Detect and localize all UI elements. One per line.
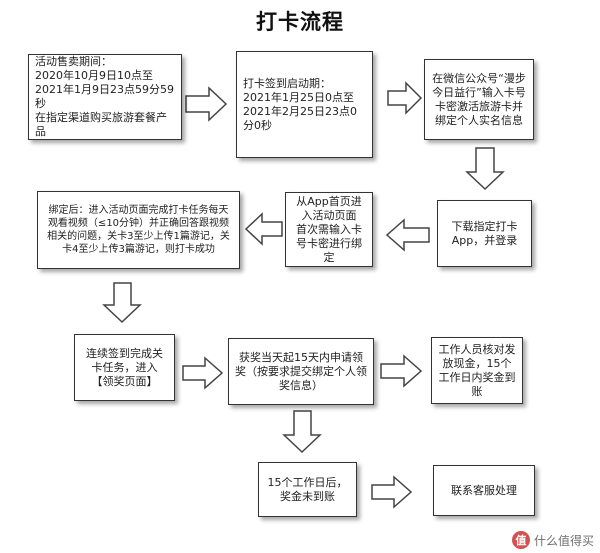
staff-review-box: 工作人员核对发放现金，15个工作日内奖金到账 bbox=[431, 337, 523, 404]
page-title: 打卡流程 bbox=[256, 10, 344, 34]
sale-period-line-2: 2020年10月9日10点至2021年1月9日23点59分59秒 bbox=[35, 69, 174, 110]
checkin-period-box: 打卡签到启动期： 2021年1月25日0点至2021年2月25日23点0分0秒 bbox=[236, 51, 373, 158]
arrow-left-2 bbox=[244, 212, 283, 246]
watermark-logo-icon: 值 bbox=[511, 531, 530, 549]
sale-period-box: 活动售卖期间： 2020年10月9日10点至2021年1月9日23点59分59秒… bbox=[28, 54, 182, 140]
complete-tasks-box: 连续签到完成关卡任务，进入【领奖页面】 bbox=[74, 334, 175, 401]
contact-support-box: 联系客服处理 bbox=[433, 465, 535, 516]
after-bind-text: 绑定后：进入活动页面完成打卡任务每天观看视频（≤10分钟）并正确回答跟视频相关的… bbox=[47, 205, 230, 255]
bind-card-line-2: 首次需输入卡号卡密进行绑定 bbox=[296, 222, 362, 264]
activate-card-box: 在微信公众号“漫步今日益行”输入卡号卡密激活旅游卡并绑定个人实名信息 bbox=[424, 59, 534, 140]
arrow-right-5 bbox=[371, 475, 413, 509]
checkin-period-line-2: 2021年1月25日0点至2021年2月25日23点0分0秒 bbox=[243, 90, 357, 132]
arrow-right-1 bbox=[185, 86, 228, 122]
checkin-period-line-1: 打卡签到启动期： bbox=[243, 76, 331, 90]
not-received-text: 15个工作日后，奖金未到账 bbox=[267, 475, 348, 503]
arrow-down-3 bbox=[282, 410, 322, 454]
arrow-down-1 bbox=[465, 147, 505, 191]
contact-support-text: 联系客服处理 bbox=[451, 483, 517, 497]
claim-prize-text: 获奖当天起15天内申请领奖（按要求提交绑定个人领奖信息） bbox=[235, 350, 367, 392]
watermark: 值 什么值得买 bbox=[511, 531, 594, 549]
complete-tasks-text: 连续签到完成关卡任务，进入【领奖页面】 bbox=[86, 346, 163, 388]
claim-prize-box: 获奖当天起15天内申请领奖（按要求提交绑定个人领奖信息） bbox=[228, 338, 374, 405]
staff-review-text: 工作人员核对发放现金，15个工作日内奖金到账 bbox=[438, 342, 516, 398]
download-app-box: 下载指定打卡App，并登录 bbox=[437, 200, 532, 267]
arrow-right-2 bbox=[387, 81, 423, 115]
arrow-down-2 bbox=[102, 282, 142, 324]
after-bind-box: 绑定后：进入活动页面完成打卡任务每天观看视频（≤10分钟）并正确回答跟视频相关的… bbox=[37, 191, 240, 269]
arrow-right-3 bbox=[182, 356, 224, 390]
bind-card-line-1: 从App首页进入活动页面 bbox=[296, 194, 362, 222]
download-app-text: 下载指定打卡App，并登录 bbox=[451, 219, 518, 247]
arrow-left-1 bbox=[385, 218, 430, 252]
watermark-text: 什么值得买 bbox=[533, 533, 594, 548]
not-received-box: 15个工作日后，奖金未到账 bbox=[258, 462, 357, 517]
arrow-right-4 bbox=[380, 354, 423, 388]
bind-card-box: 从App首页进入活动页面 首次需输入卡号卡密进行绑定 bbox=[285, 192, 373, 267]
sale-period-line-1: 活动售卖期间： bbox=[35, 55, 112, 68]
activate-card-text: 在微信公众号“漫步今日益行”输入卡号卡密激活旅游卡并绑定个人实名信息 bbox=[432, 71, 526, 127]
sale-period-line-3: 在指定渠道购买旅游套餐产品 bbox=[35, 111, 167, 138]
